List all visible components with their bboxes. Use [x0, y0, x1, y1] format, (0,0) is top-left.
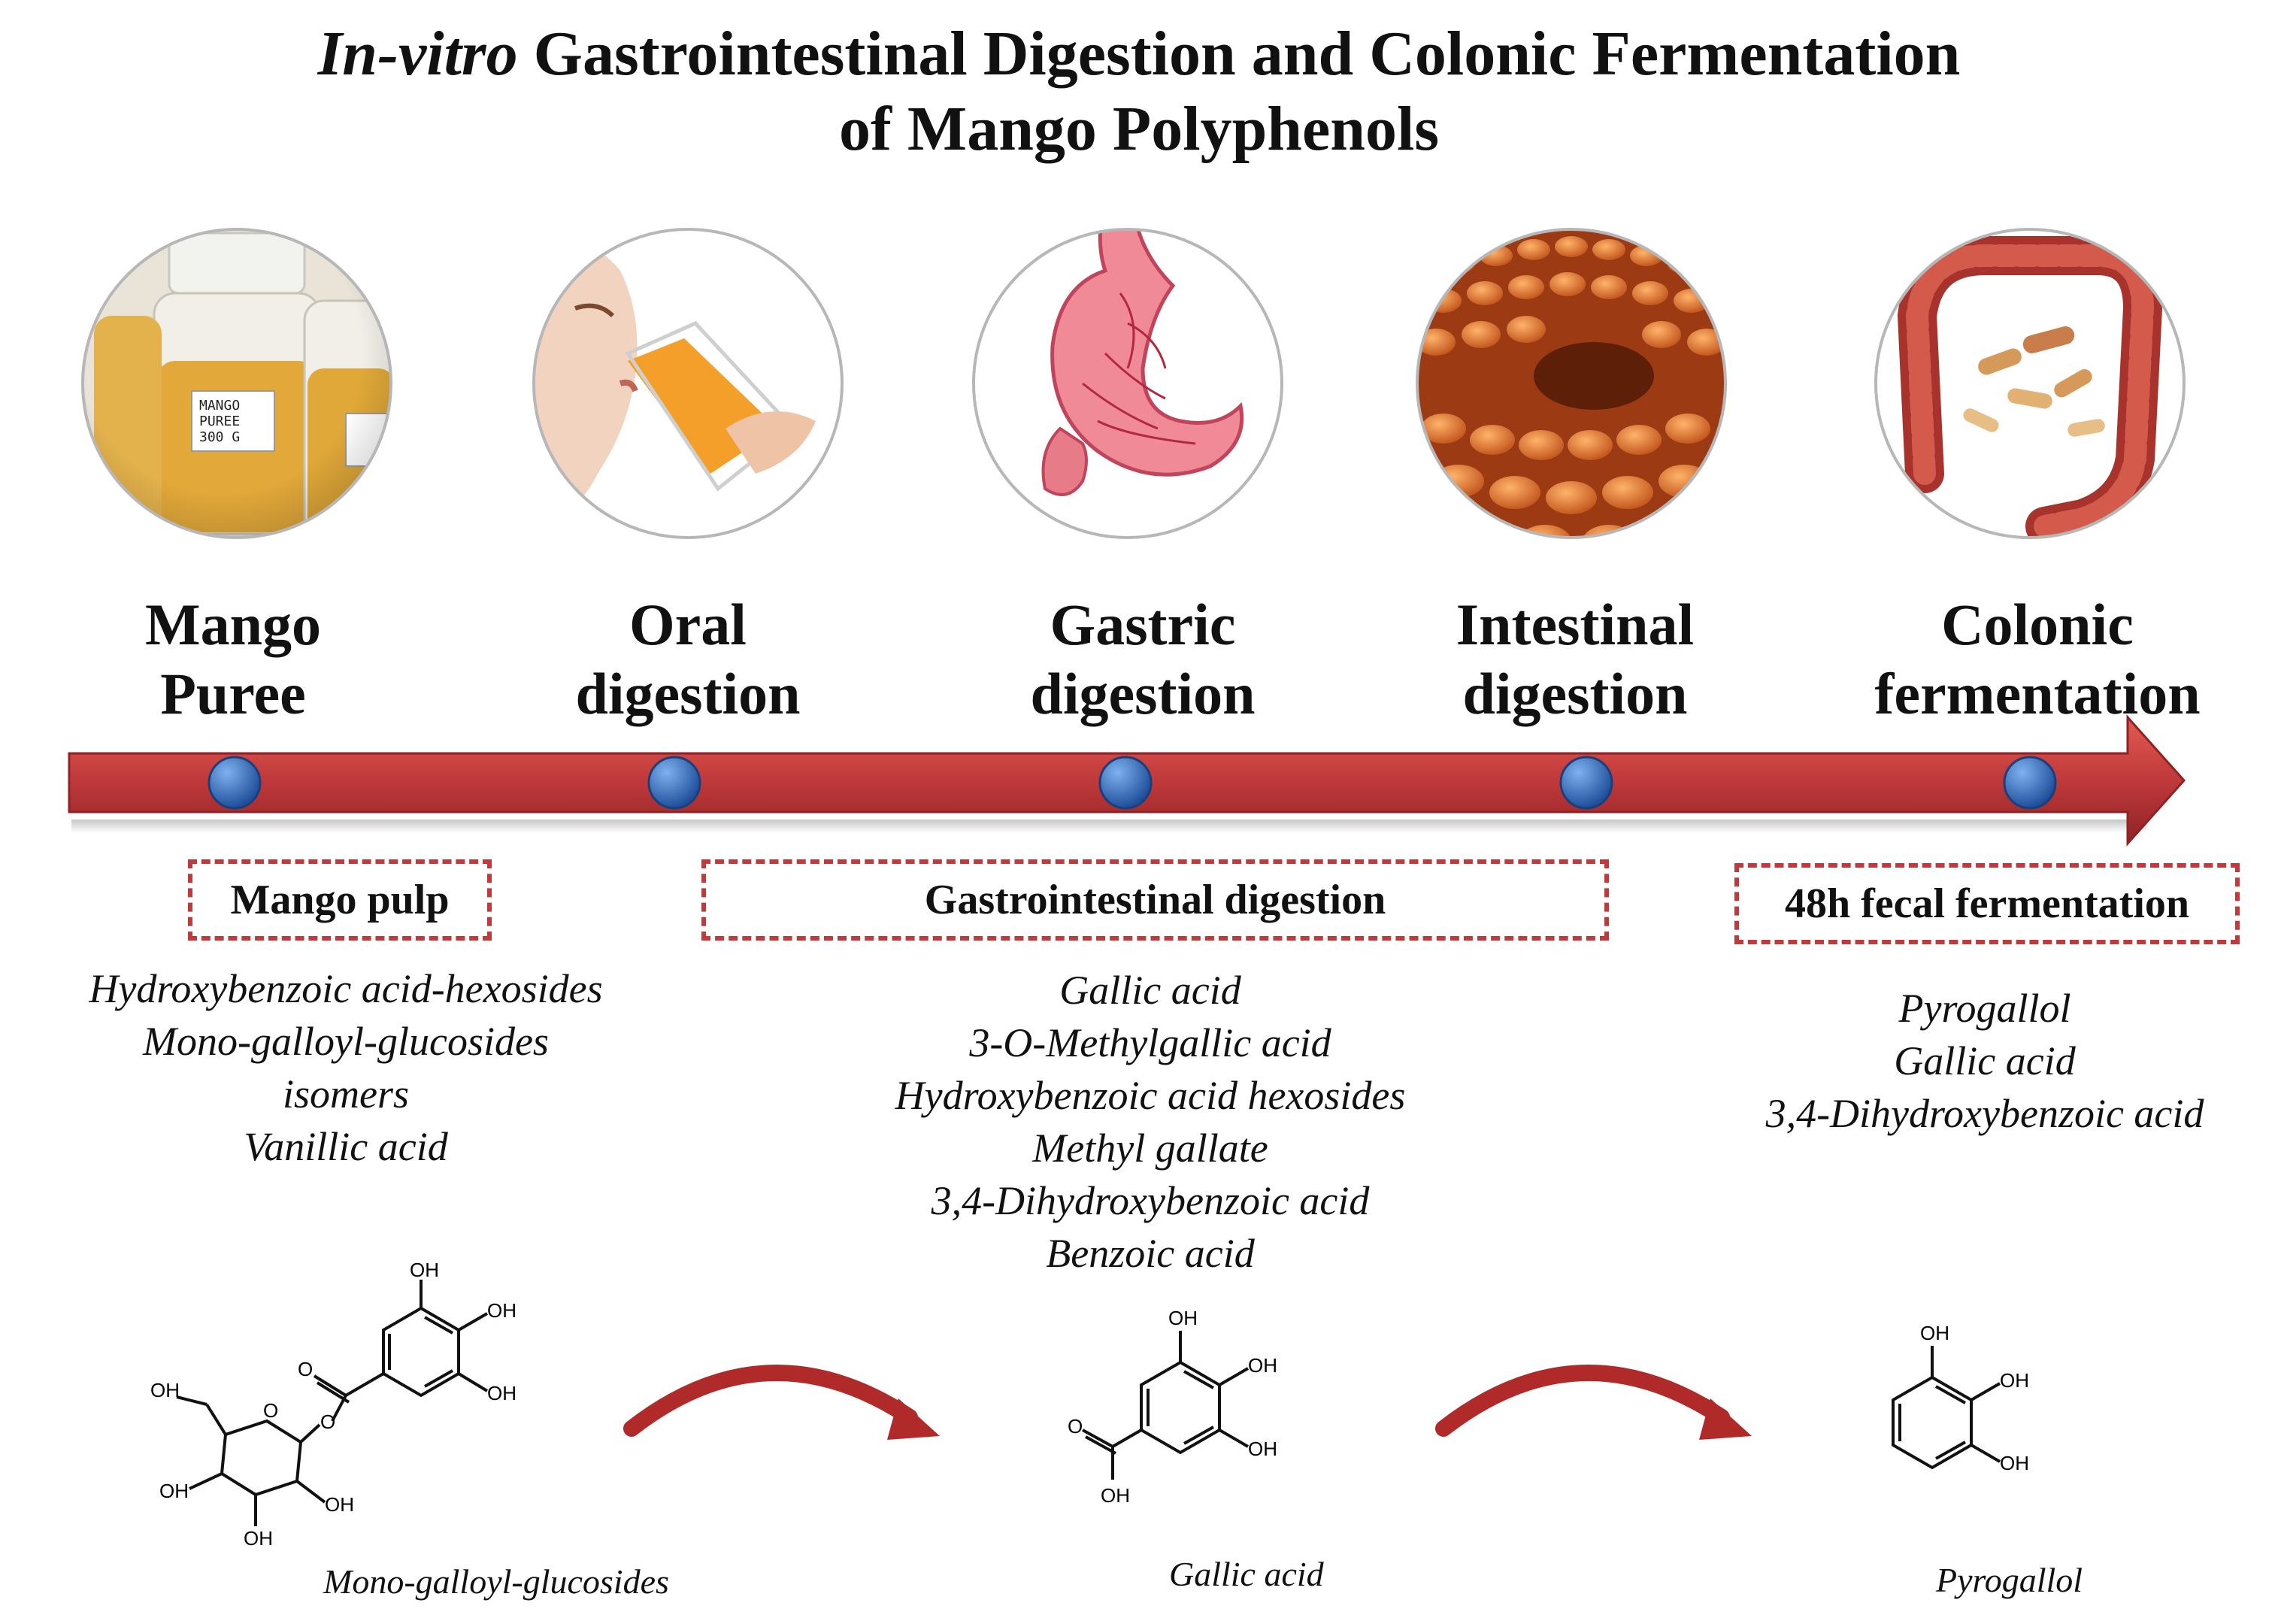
phase-box-gastrointestinal-digestion: Gastrointestinal digestion: [701, 859, 1609, 941]
timeline-node-colonic: [2003, 756, 2057, 810]
compound-list-fecal: Pyrogallol Gallic acid 3,4-Dihydroxybenz…: [1714, 982, 2255, 1140]
structure-label-pyrogallol: Pyrogallol: [1936, 1561, 2083, 1599]
title-line1: Gastrointestinal Digestion and Colonic F…: [517, 19, 1961, 89]
atom-label: OH: [244, 1527, 273, 1550]
compound-item: Pyrogallol: [1898, 986, 2071, 1031]
compound-item: 3,4-Dihydroxybenzoic acid: [1765, 1091, 2204, 1136]
timeline-arrow: [68, 714, 2186, 847]
figure-title: In-vitro Gastrointestinal Digestion and …: [0, 17, 2278, 167]
atom-label: O: [1068, 1415, 1083, 1438]
timeline-node-oral: [647, 756, 701, 810]
compound-item: 3,4-Dihydroxybenzoic acid: [931, 1178, 1370, 1223]
compound-item: Gallic acid: [1894, 1038, 2076, 1083]
atom-label: OH: [1168, 1308, 1198, 1329]
timeline-node-gastric: [1098, 756, 1153, 810]
mango-puree-bottles-photo: MANGO PUREE 300 G: [81, 228, 392, 539]
structure-label-gallic-acid: Gallic acid: [1169, 1555, 1324, 1593]
timeline-node-intestinal: [1559, 756, 1613, 810]
atom-label: O: [298, 1358, 313, 1380]
mono-galloyl-glucoside-structure: OH OH OH O O O OH OH OH OH: [150, 1263, 516, 1550]
atom-label: OH: [1920, 1322, 1949, 1344]
gallic-acid-structure: OH OH OH O OH: [1068, 1308, 1277, 1507]
atom-label: O: [263, 1399, 278, 1422]
atom-label: OH: [487, 1299, 516, 1322]
colon-bacteria-illustration: [1874, 228, 2186, 539]
atom-label: OH: [2000, 1369, 2029, 1392]
compound-item: Mono-galloyl-glucosides: [143, 1019, 549, 1064]
atom-label: OH: [410, 1263, 439, 1281]
title-line2: of Mango Polyphenols: [838, 94, 1440, 164]
atom-label: OH: [487, 1382, 516, 1404]
atom-label: OH: [150, 1379, 180, 1401]
phase-box-fecal-fermentation: 48h fecal fermentation: [1734, 863, 2240, 944]
compound-list-gi: Gallic acid 3-O-Methylgallic acid Hydrox…: [827, 964, 1474, 1280]
curved-arrow-2: [1435, 1365, 1752, 1440]
compound-item: isomers: [282, 1071, 409, 1116]
bacteria-cluster: [1963, 326, 2105, 437]
compound-item: Hydroxybenzoic acid-hexosides: [89, 966, 603, 1011]
phase-box-mango-pulp: Mango pulp: [188, 859, 492, 941]
compound-item: Hydroxybenzoic acid hexosides: [895, 1073, 1406, 1118]
compound-item: Methyl gallate: [1032, 1126, 1268, 1171]
pyrogallol-structure: OH OH OH: [1892, 1322, 2029, 1474]
compound-item: Vanillic acid: [244, 1124, 448, 1169]
structure-label-mono-galloyl-glucosides: Mono-galloyl-glucosides: [323, 1562, 669, 1601]
woman-drinking-juice-photo: [532, 228, 844, 539]
compound-item: 3-O-Methylgallic acid: [969, 1020, 1331, 1065]
compound-item: Benzoic acid: [1046, 1231, 1255, 1276]
atom-label: OH: [1248, 1438, 1277, 1460]
title-italic: In-vitro: [317, 19, 518, 89]
curved-arrow-1: [623, 1365, 940, 1440]
atom-label: OH: [2000, 1452, 2029, 1474]
atom-label: OH: [159, 1480, 189, 1502]
atom-label: O: [320, 1410, 335, 1433]
timeline-node-mango-puree: [208, 756, 262, 810]
intestinal-villi-illustration: [1416, 228, 1727, 539]
atom-label: OH: [325, 1493, 354, 1516]
atom-label: OH: [1248, 1354, 1277, 1377]
atom-label: OH: [1101, 1484, 1130, 1507]
compound-item: Gallic acid: [1059, 968, 1241, 1013]
stomach-illustration: [972, 228, 1283, 539]
compound-list-pulp: Hydroxybenzoic acid-hexosides Mono-gallo…: [30, 962, 662, 1173]
